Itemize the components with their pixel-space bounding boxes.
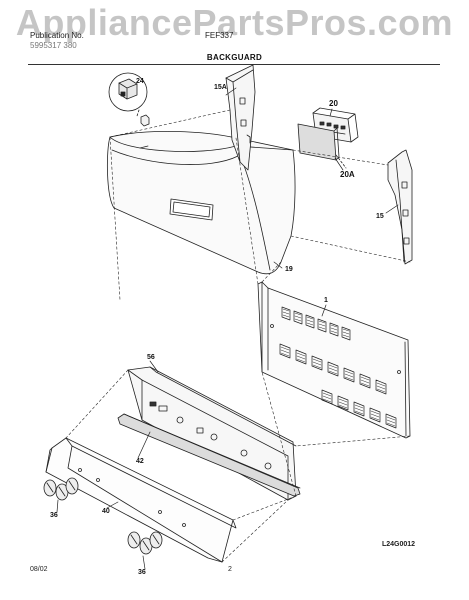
part-42-trim-strip [117, 413, 301, 497]
watermark: AppliancePartsPros.com [15, 2, 454, 43]
callout-20: 20 [329, 99, 338, 108]
callout-15a: 15A [214, 84, 227, 91]
part-56-support-channel [127, 366, 297, 501]
callout-24: 24 [136, 78, 144, 85]
callout-42: 42 [136, 458, 144, 465]
callout-19: 19 [285, 266, 293, 273]
part-1-rear-panel [257, 281, 411, 439]
callout-56: 56 [147, 354, 155, 361]
publication-number: 5995317 380 [30, 41, 77, 50]
publication-label: Publication No. [30, 31, 84, 40]
callout-36-left: 36 [50, 512, 58, 519]
leader-lines [56, 87, 399, 570]
callout-36-right: 36 [138, 569, 146, 576]
callout-15: 15 [376, 213, 384, 220]
part-36-knobs-left [43, 477, 79, 501]
part-24-switch [108, 72, 150, 127]
callout-40: 40 [102, 508, 110, 515]
footer-date: 08/02 [30, 566, 48, 573]
callout-20a: 20A [340, 170, 355, 179]
section-title: BACKGUARD [206, 53, 263, 62]
footer-drawing-code: L24G0012 [382, 541, 416, 548]
part-15a-end-bracket [225, 64, 256, 171]
model-number: FEF337 [205, 31, 234, 40]
assembly-lines [65, 109, 411, 563]
part-19-backguard-panel [106, 131, 296, 275]
part-15-end-bracket [387, 149, 413, 265]
part-24-callout-circle [108, 72, 148, 112]
footer-page-number: 2 [228, 566, 232, 573]
part-36-knobs-right [127, 531, 163, 555]
header-rule [28, 64, 440, 65]
callout-1: 1 [324, 297, 328, 304]
